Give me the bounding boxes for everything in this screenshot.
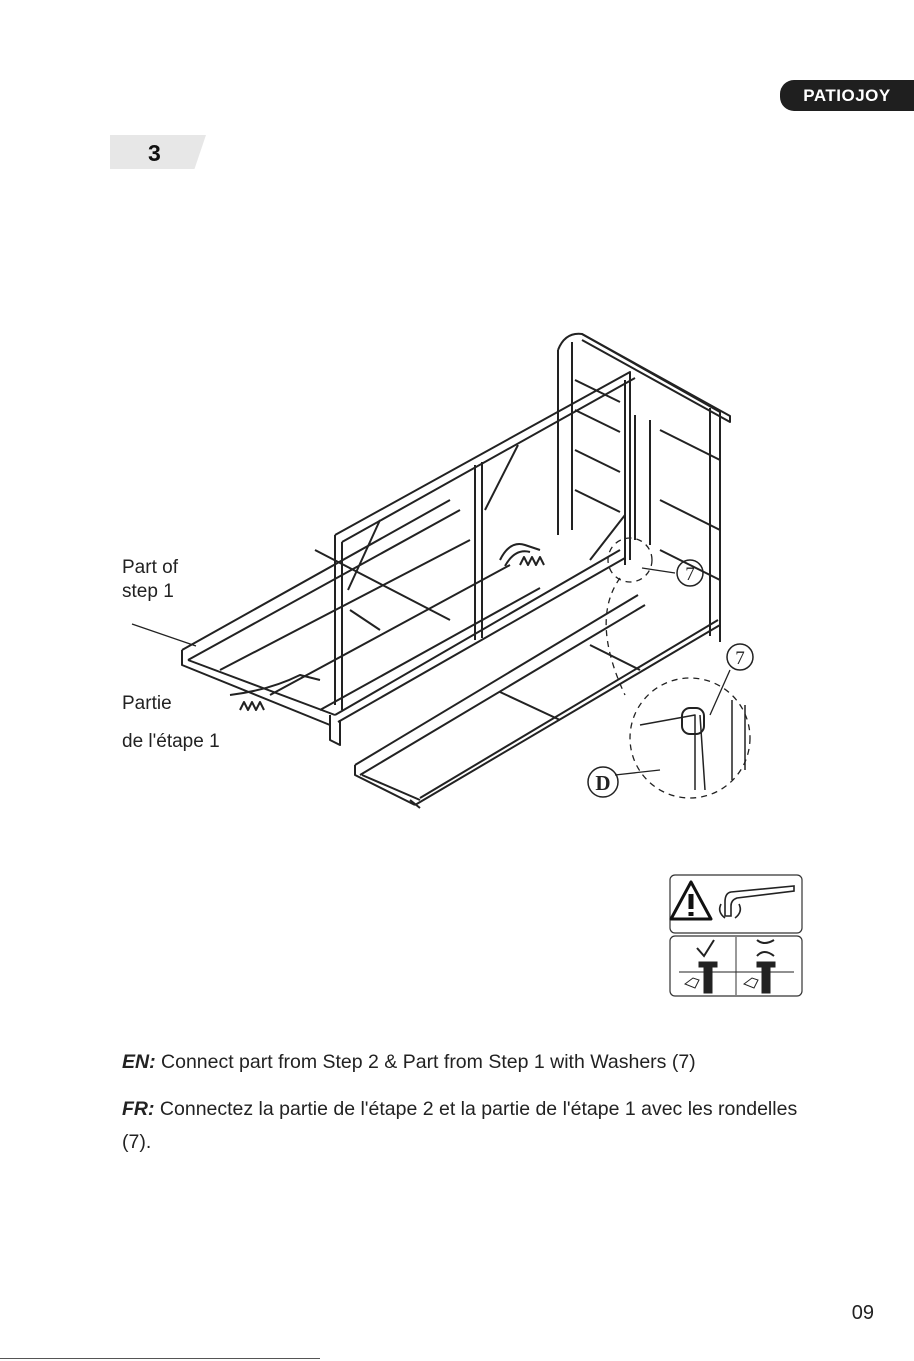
callout-washer-2: 7 [735, 648, 745, 669]
back-frame [558, 334, 730, 642]
instruction-fr: FR: Connectez la partie de l'étape 2 et … [122, 1093, 802, 1159]
callout-washer-1: 7 [685, 564, 695, 585]
instruction-fr-text: Connectez la partie de l'étape 2 et la p… [122, 1098, 797, 1153]
label-part-of-step-1: Part of step 1 [122, 556, 178, 604]
instruction-en: EN: Connect part from Step 2 & Part from… [122, 1046, 802, 1079]
label-partie-etape-1: Partie de l'étape 1 [122, 685, 220, 761]
handle-detail [240, 544, 544, 710]
tool-warning-box [669, 874, 803, 998]
instruction-en-text: Connect part from Step 2 & Part from Ste… [156, 1051, 696, 1073]
label-line: Partie [122, 685, 220, 723]
instruction-en-prefix: EN: [122, 1051, 156, 1073]
brand-logo: PATIOJOY [780, 80, 914, 111]
step-number: 3 [148, 140, 161, 167]
footer-divider [0, 1358, 320, 1359]
label-line: de l'étape 1 [122, 723, 220, 761]
page-number: 09 [852, 1302, 874, 1325]
label-line: Part of [122, 556, 178, 580]
step-badge: 3 [110, 135, 206, 169]
vertical-frame [335, 372, 635, 710]
callout-part-d: D [595, 771, 610, 795]
instructions: EN: Connect part from Step 2 & Part from… [122, 1046, 802, 1173]
part-leader-line [130, 620, 200, 650]
brand-name: PATIOJOY [803, 86, 890, 106]
instruction-fr-prefix: FR: [122, 1098, 155, 1120]
label-line: step 1 [122, 580, 178, 604]
loose-frame [355, 595, 720, 808]
